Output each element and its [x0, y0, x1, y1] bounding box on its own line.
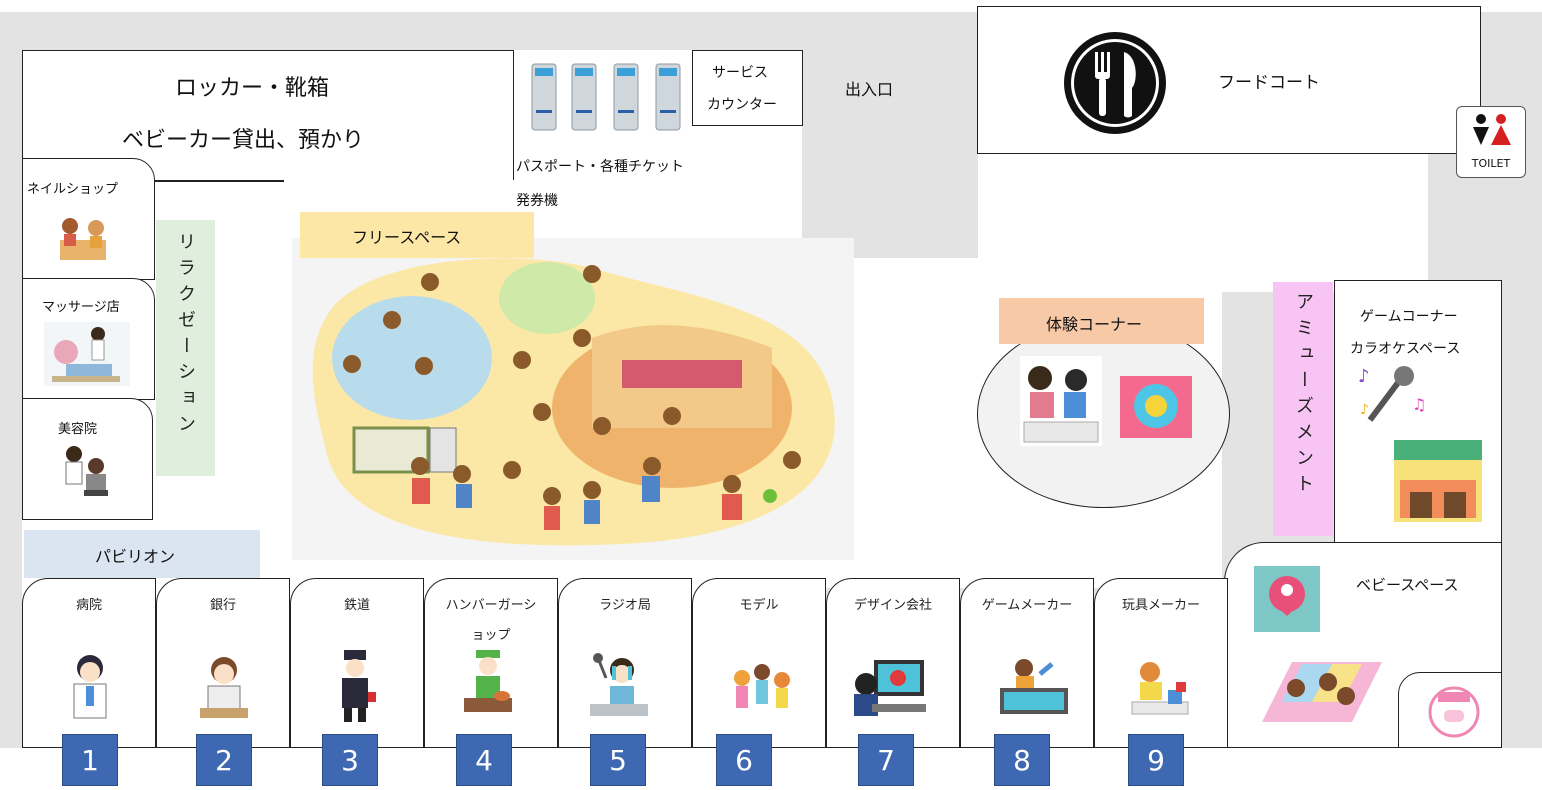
radio-station-icon — [586, 648, 652, 724]
svg-text:♫: ♫ — [1412, 395, 1426, 414]
nail-shop-label: ネイルショップ — [27, 182, 119, 197]
amusement-band — [1273, 282, 1333, 536]
booth-number-1: 1 — [62, 734, 118, 786]
booth-9-label: 玩具メーカー — [1121, 598, 1200, 613]
baby-space-icon — [1254, 566, 1320, 636]
booth-number-4: 4 — [456, 734, 512, 786]
design-company-icon — [852, 656, 928, 724]
booth-4-label: ハンバーガーショップ — [445, 598, 537, 643]
stroller-title: ベビーカー貸出、預かり — [122, 128, 365, 153]
ticket-machine-icon — [531, 63, 681, 131]
free-space-band — [300, 212, 534, 258]
nail-shop-illustration — [52, 212, 112, 266]
booth-1-label: 病院 — [75, 598, 102, 613]
food-court-label: フードコート — [1218, 73, 1320, 93]
burger-shop-icon — [458, 648, 518, 722]
karaoke-illustration: ♪ ♫ ♪ — [1350, 360, 1430, 430]
booth-number-6: 6 — [716, 734, 772, 786]
toilet-sign: TOILET — [1456, 106, 1526, 178]
booth-number-2: 2 — [196, 734, 252, 786]
toy-maker-icon — [1128, 658, 1194, 724]
booth-8-label: ゲームメーカー — [981, 598, 1073, 613]
banker-icon — [196, 650, 252, 728]
locker-title: ロッカー・靴箱 — [175, 76, 330, 101]
booth-4[interactable]: ハンバーガーショップ — [424, 578, 558, 748]
free-space-label: フリースペース — [352, 228, 462, 247]
booth-number-3: 3 — [322, 734, 378, 786]
pavilion-band — [24, 530, 260, 578]
arcade-illustration — [1390, 440, 1490, 530]
booth-6[interactable]: モデル — [692, 578, 826, 748]
baby-mat-illustration — [1252, 652, 1386, 740]
experience-label: 体験コーナー — [1046, 315, 1143, 334]
service-counter-label-1: サービス — [712, 65, 768, 81]
booth-number-9: 9 — [1128, 734, 1184, 786]
free-space-area — [292, 238, 854, 564]
booth-9[interactable]: 玩具メーカー — [1094, 578, 1228, 748]
food-court — [977, 6, 1481, 154]
game-corner-label-1: ゲームコーナー — [1360, 309, 1458, 325]
svg-text:♪: ♪ — [1358, 366, 1370, 387]
toilet-label: TOILET — [1471, 157, 1511, 170]
game-corner-label-2: カラオケスペース — [1350, 341, 1461, 357]
booth-6-label: モデル — [739, 598, 779, 613]
entrance-label: 出入口 — [845, 80, 894, 99]
booth-5-label: ラジオ局 — [599, 598, 651, 613]
booth-7-label: デザイン会社 — [853, 598, 932, 613]
booth-number-8: 8 — [994, 734, 1050, 786]
booth-2-label: 銀行 — [209, 598, 236, 613]
food-court-icon — [1062, 30, 1168, 140]
relaxation-band — [156, 220, 215, 476]
service-counter — [692, 50, 803, 126]
pavilion-label: パビリオン — [95, 547, 176, 566]
service-counter-label-2: カウンター — [707, 97, 777, 113]
ticket-machine-label-1: パスポート・各種チケット — [516, 159, 684, 175]
toilet-icon — [1473, 114, 1511, 145]
beauty-salon — [22, 398, 153, 520]
experience-band — [999, 298, 1204, 344]
relaxation-label: リラクゼーション — [175, 232, 196, 440]
right-floor-white — [978, 152, 1428, 292]
amusement-label: アミューズメント — [1293, 292, 1314, 500]
doctor-icon — [62, 650, 118, 728]
game-maker-icon — [994, 656, 1074, 722]
massage-illustration — [42, 318, 132, 392]
booth-number-5: 5 — [590, 734, 646, 786]
model-icon — [726, 660, 796, 724]
booth-3-label: 鉄道 — [343, 598, 370, 613]
beauty-salon-label: 美容院 — [58, 422, 98, 437]
massage-label: マッサージ店 — [42, 300, 120, 315]
ticket-machine-label-2: 発券機 — [516, 193, 558, 209]
beauty-salon-illustration — [50, 440, 120, 504]
nursing-room-icon — [1426, 684, 1482, 744]
svg-text:♪: ♪ — [1360, 402, 1369, 418]
baby-space-label: ベビースペース — [1356, 576, 1459, 594]
train-conductor-icon — [330, 648, 380, 728]
experience-illustration — [1020, 356, 1200, 452]
ticket-machine-area — [514, 50, 694, 136]
booth-number-7: 7 — [858, 734, 914, 786]
